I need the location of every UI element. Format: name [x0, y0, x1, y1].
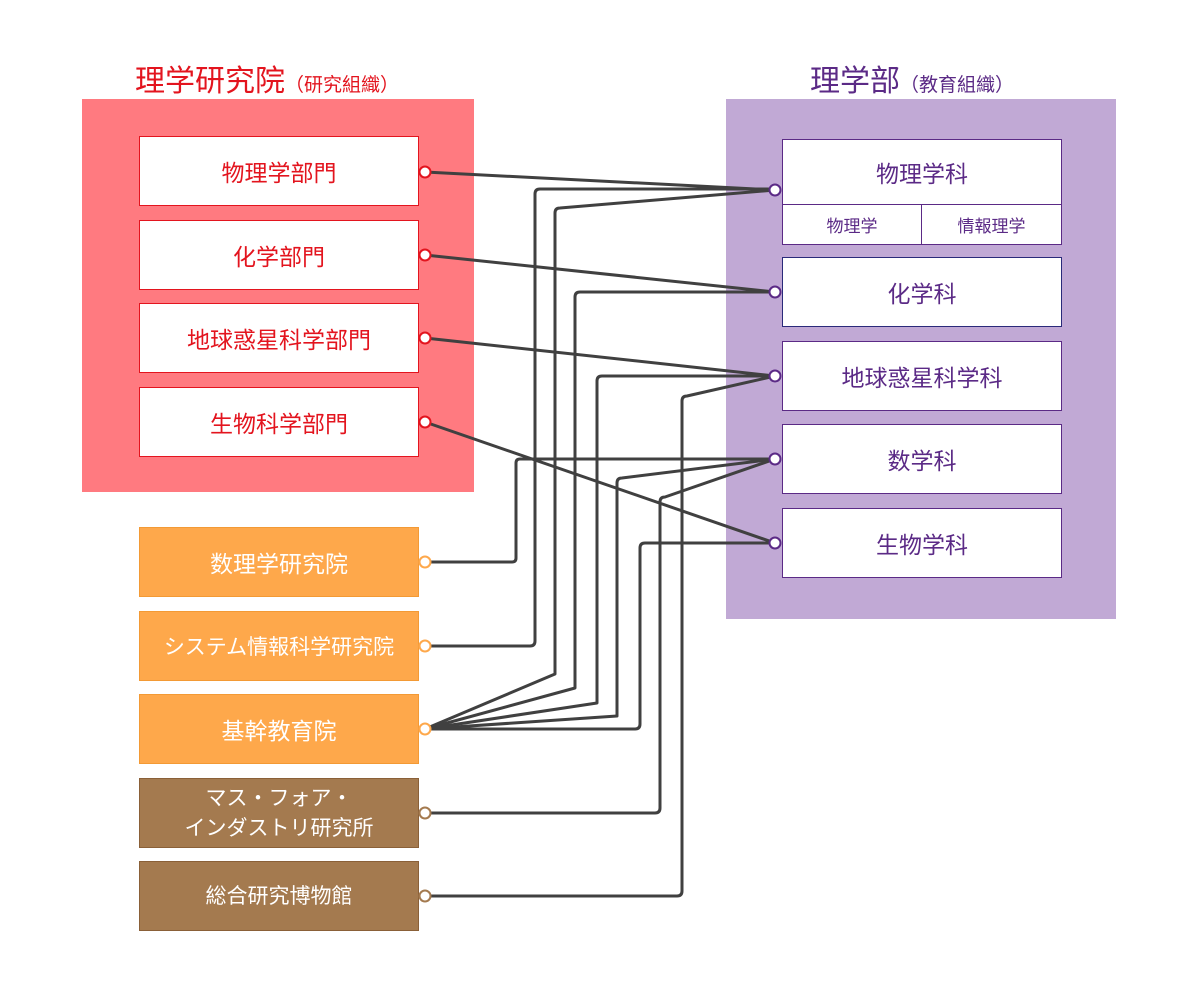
port-biology-research	[418, 415, 432, 429]
port-dept-biology	[768, 536, 782, 550]
link-info-science	[423, 187, 777, 648]
dept-physics-course-infophys: 情報理学	[957, 217, 1026, 237]
port-imi	[418, 806, 432, 820]
dept-mathematics: 数学科	[782, 424, 1062, 494]
unit-core-education: 基幹教育院	[139, 694, 419, 764]
link-physics	[423, 170, 777, 192]
unit-math-research: 数理学研究院	[139, 527, 419, 597]
link-earth-planetary	[423, 336, 777, 378]
dept-earth-planetary: 地球惑星科学科	[782, 341, 1062, 411]
port-dept-earth	[768, 369, 782, 383]
link-core-math	[423, 457, 777, 731]
unit-museum: 総合研究博物館	[139, 861, 419, 931]
education-org-heading: 理学部（教育組織）	[810, 56, 1014, 100]
dept-physics-title: 物理学科	[783, 140, 1061, 205]
port-math-research	[418, 555, 432, 569]
link-core-biology	[423, 541, 777, 731]
link-core-physics	[423, 188, 777, 731]
link-biology	[423, 420, 777, 545]
port-dept-math	[768, 452, 782, 466]
port-dept-physics	[768, 183, 782, 197]
link-math-research	[423, 457, 777, 564]
link-chemistry	[423, 253, 777, 294]
link-museum	[423, 374, 777, 898]
unit-physics-research: 物理学部門	[139, 136, 419, 206]
research-org-heading: 理学研究院（研究組織）	[135, 56, 399, 100]
link-imi	[423, 457, 777, 815]
link-core-earth	[423, 374, 777, 731]
dept-chemistry: 化学科	[782, 257, 1062, 327]
unit-imi-line-1: マス・フォア・	[205, 786, 353, 810]
dept-physics: 物理学科 物理学 情報理学	[782, 139, 1062, 245]
dept-biology: 生物学科	[782, 508, 1062, 578]
research-org-title: 理学研究院	[135, 64, 285, 99]
unit-imi: マス・フォア・ インダストリ研究所	[139, 778, 419, 848]
port-earth-research	[418, 331, 432, 345]
port-museum	[418, 889, 432, 903]
unit-biology-research: 生物科学部門	[139, 387, 419, 457]
link-core-chemistry	[423, 290, 777, 731]
education-org-title: 理学部	[810, 64, 900, 99]
port-physics-research	[418, 165, 432, 179]
unit-earth-planetary-research: 地球惑星科学部門	[139, 303, 419, 373]
port-core-education	[418, 722, 432, 736]
unit-chemistry-research: 化学部門	[139, 220, 419, 290]
port-chemistry-research	[418, 248, 432, 262]
port-info-science	[418, 639, 432, 653]
unit-info-science: システム情報科学研究院	[139, 611, 419, 681]
dept-physics-course-physics: 物理学	[783, 205, 922, 244]
research-org-subtitle: （研究組織）	[285, 74, 400, 96]
unit-imi-line-2: インダストリ研究所	[184, 816, 374, 840]
education-org-subtitle: （教育組織）	[900, 74, 1015, 96]
port-dept-chemistry	[768, 285, 782, 299]
